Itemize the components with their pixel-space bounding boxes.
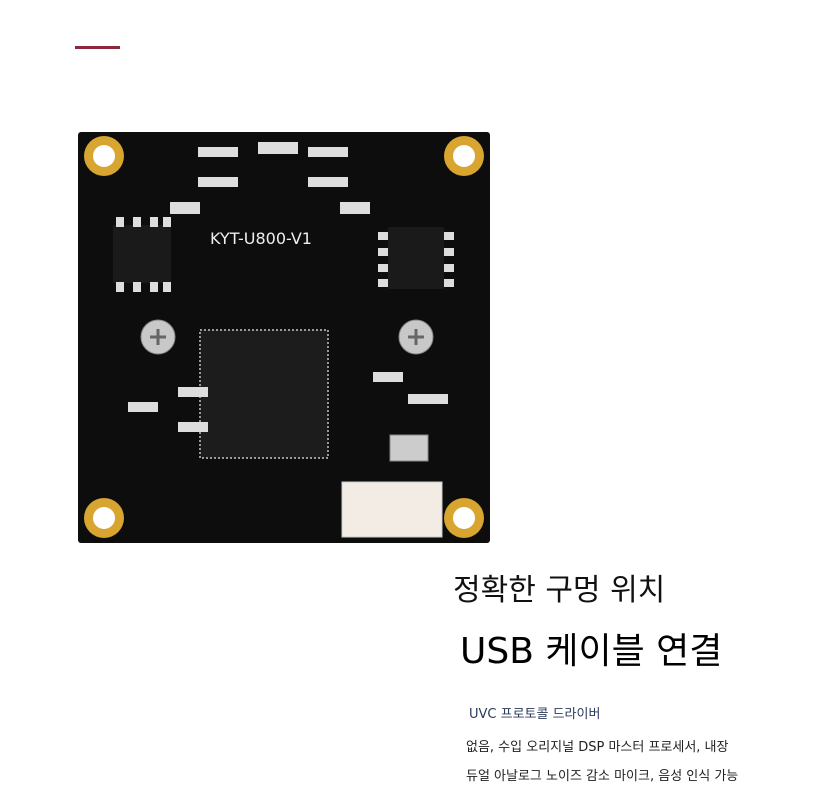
description-line-1: UVC 프로토콜 드라이버	[469, 707, 601, 722]
main-chip	[199, 329, 329, 459]
connector	[341, 481, 443, 538]
headline-line-2: USB 케이블 연결	[460, 631, 723, 672]
silkscreen-label: KYT-U800-V1	[210, 229, 312, 248]
accent-line	[75, 46, 120, 49]
description-line-2: 없음, 수입 오리지널 DSP 마스터 프로세서, 내장	[466, 740, 729, 755]
headline-line-1: 정확한 구멍 위치	[453, 573, 666, 608]
crystal	[389, 434, 429, 462]
description-line-3: 듀얼 아날로그 노이즈 감소 마이크, 음성 인식 가능	[466, 769, 739, 784]
pcb-board-image: KYT-U800-V1	[78, 132, 490, 543]
